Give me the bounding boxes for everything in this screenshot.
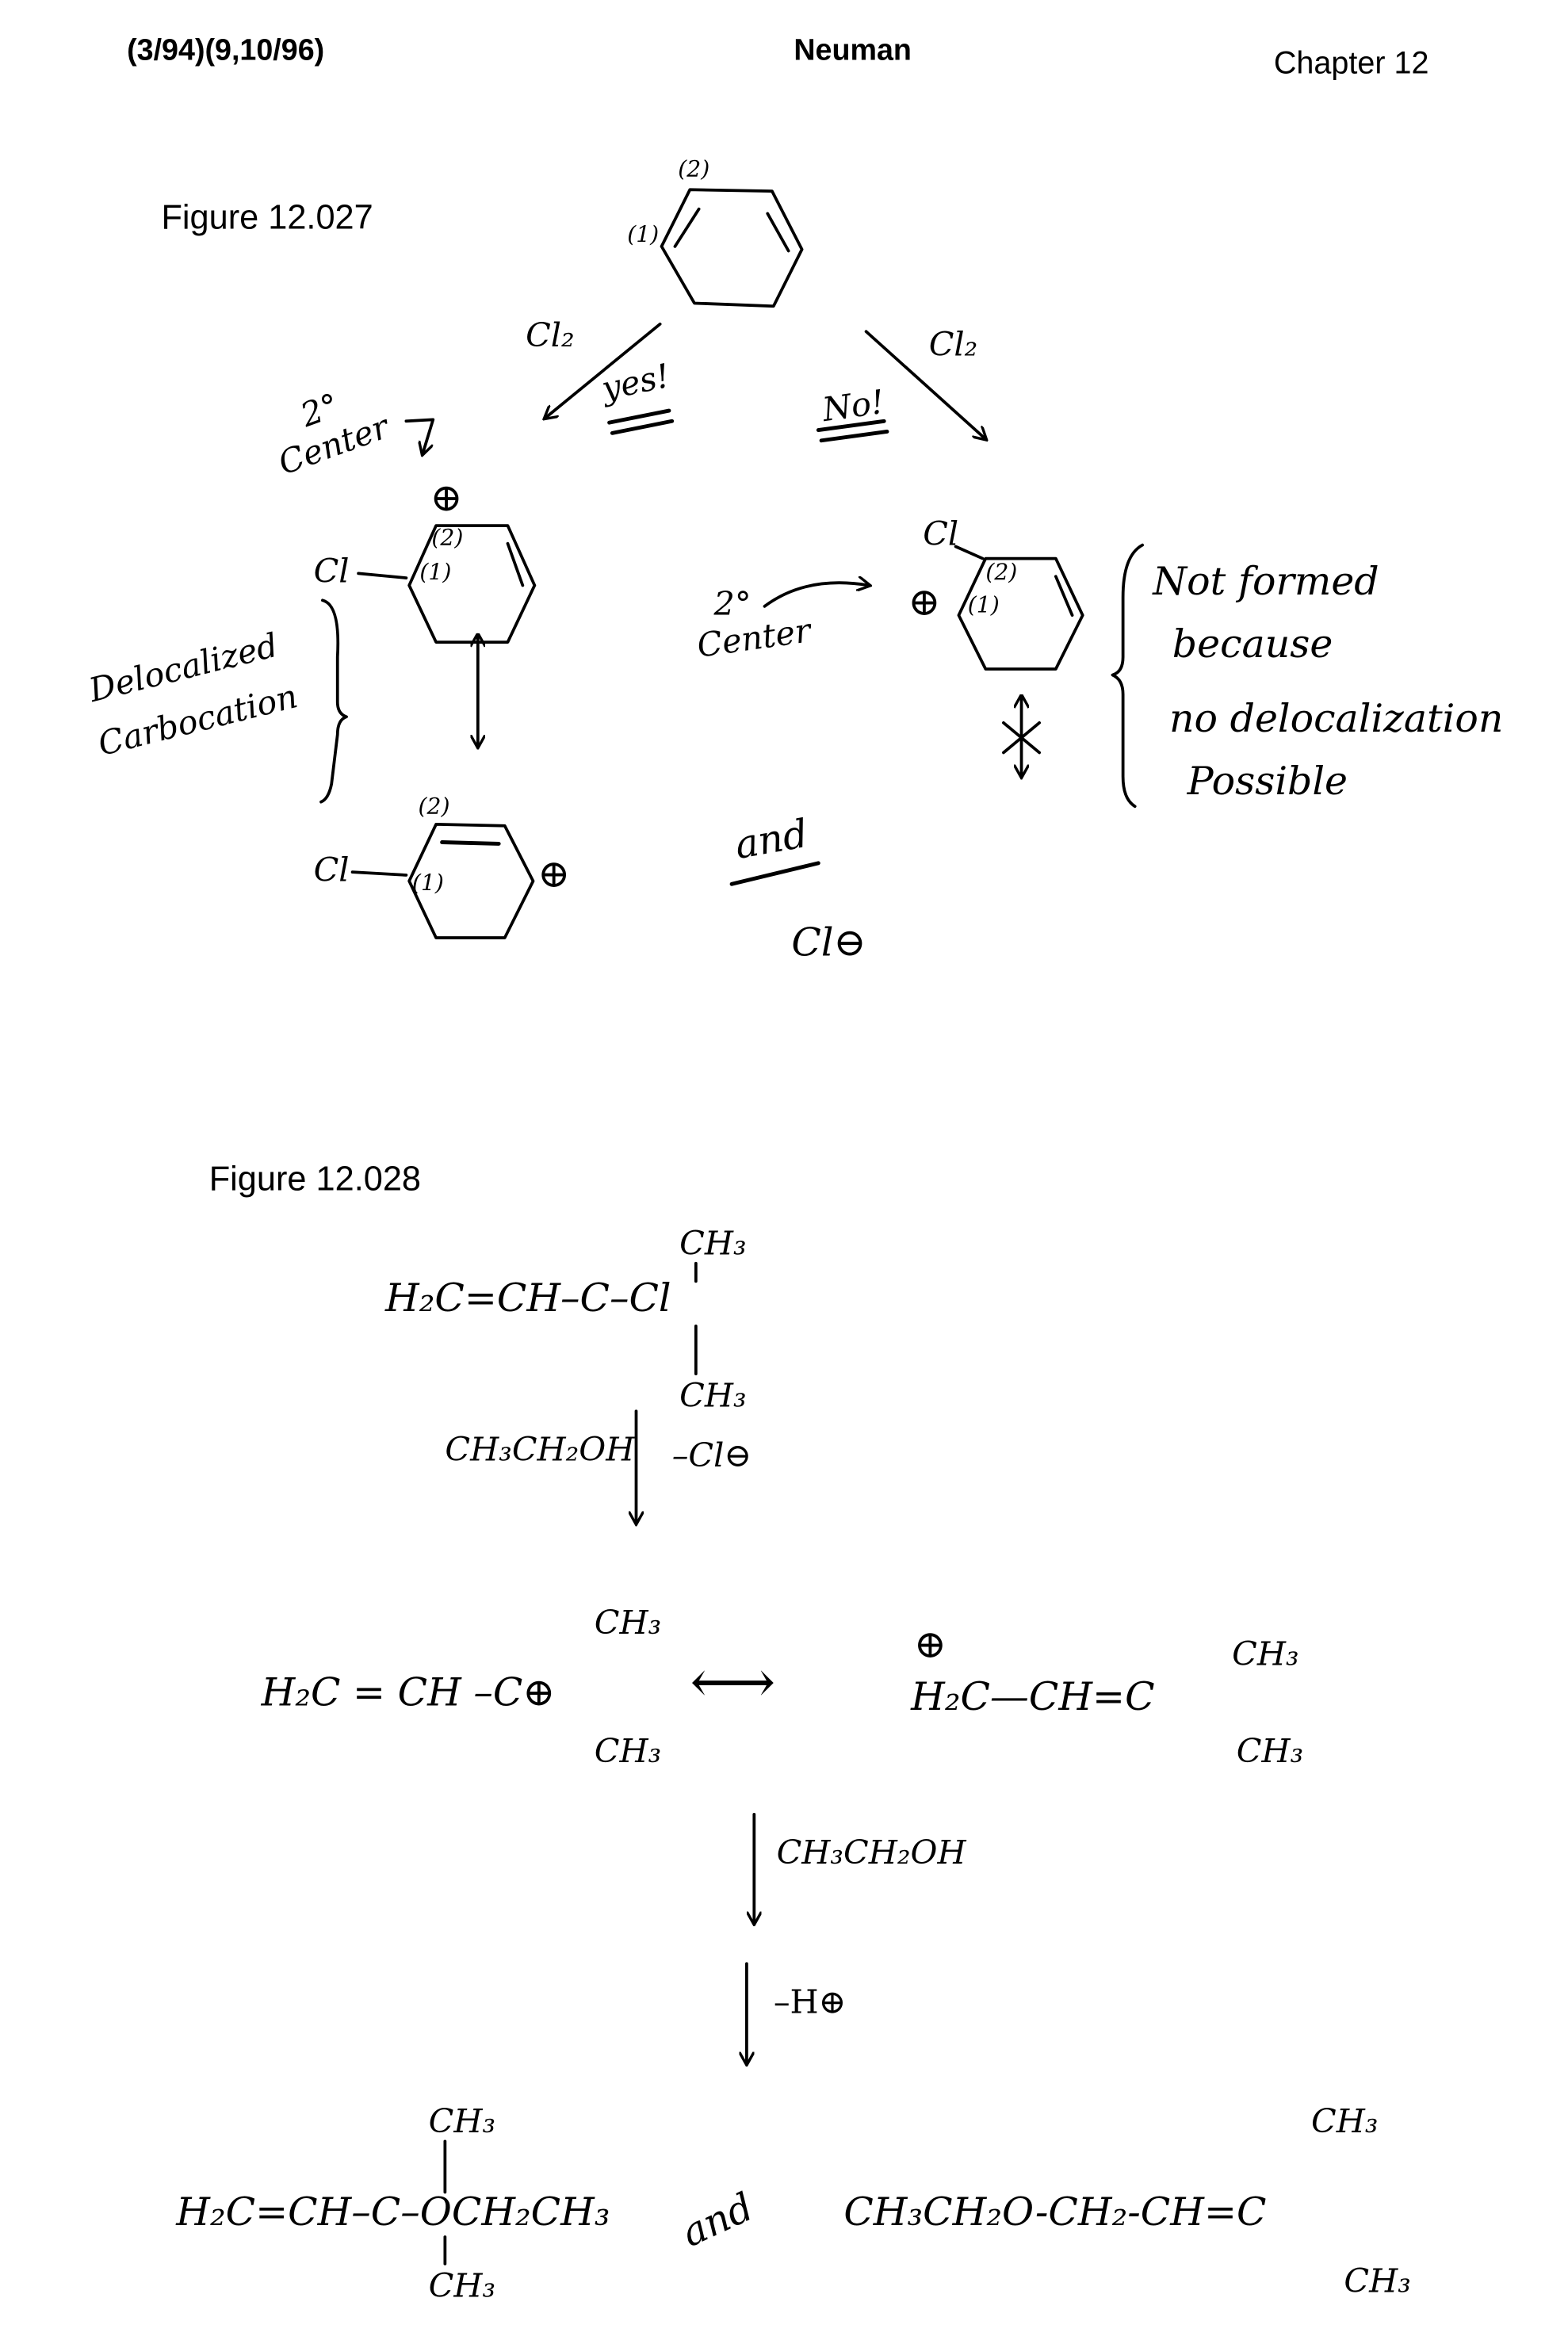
figure-title: Figure 12.028 [209,1160,421,1198]
position-2-label: (2) [678,155,709,182]
methyl-top: CH₃ [1311,2102,1378,2140]
chlorine-label: Cl [314,552,350,591]
note-line-2: because [1172,621,1333,667]
positive-charge: ⊕ [914,1622,947,1667]
product-formula: CH₃CH₂O-CH₂-CH=C [843,2189,1266,2235]
yes-label: yes! [597,357,673,408]
position-1-label: (1) [412,870,444,896]
proton-loss-label: –H⊕ [774,1982,847,2021]
right-reagent: Cl₂ [929,325,978,363]
methyl-top: CH₃ [429,2102,495,2140]
brace [1111,543,1144,809]
positive-charge: ⊕ [537,851,570,897]
methyl-bottom: CH₃ [1344,2262,1410,2300]
chlorine-label: Cl [923,515,958,553]
note-line-4: Possible [1187,759,1348,804]
solvent-label: CH₃CH₂OH [445,1430,635,1468]
right-center-degree: 2° [713,585,751,623]
resonance-arrow: ⟷ [690,1647,775,1717]
carbocation-ring-3: Cl ⊕ (2) (1) [908,515,1084,671]
cyclohexene-ring: (2) (1) [627,155,804,308]
header-chapter: Chapter 12 [1274,45,1429,80]
carbocation-ring-1: ⊕ Cl (2) (1) [314,475,537,644]
reactant-formula: H₂C=CH–C–Cl [384,1275,671,1321]
methyl-bottom: CH₃ [1237,1732,1303,1770]
positive-charge: ⊕ [908,579,940,625]
figure-12-027: Figure 12.027 (2) (1) Cl₂ yes! Cl₂ No! 2… [85,155,1504,965]
figure-12-028: Figure 12.028 H₂C=CH–C–Cl CH₃ CH₃ CH₃CH₂… [175,1160,1411,2304]
header-author: Neuman [794,32,912,66]
note-line-3: no delocalization [1169,696,1503,741]
chloride-loss-label: –Cl⊖ [672,1436,751,1474]
methyl-bottom: CH₃ [595,1732,661,1770]
position-1-label: (1) [627,221,659,247]
note-line-1: Not formed [1152,559,1379,604]
methyl-bottom: CH₃ [429,2266,495,2304]
left-reagent: Cl₂ [526,316,575,354]
methyl-top: CH₃ [595,1604,661,1642]
carbocation-ring-2: (2) (1) Cl ⊕ [314,793,570,939]
brace [319,598,348,804]
allylic-cation-b: ⊕ H₂C—CH=C CH₃ CH₃ [910,1622,1303,1770]
no-arrow [864,330,986,439]
position-1-label: (1) [968,591,1000,618]
header-dates: (3/94)(9,10/96) [127,32,324,66]
ethanol-label: CH₃CH₂OH [777,1833,967,1872]
methyl-top: CH₃ [679,1224,746,1262]
right-center-label: Center [694,611,814,665]
product-formula: H₂C=CH–C–OCH₂CH₃ [175,2189,610,2235]
chloride-ion: Cl⊖ [791,920,866,965]
and-label: and [675,2184,760,2256]
methyl-bottom: CH₃ [679,1377,746,1415]
position-2-label: (2) [418,793,449,820]
position-1-label: (1) [419,559,451,585]
reactant: H₂C=CH–C–Cl CH₃ CH₃ [384,1224,747,1414]
allylic-cation-a: H₂C = CH –C⊕ CH₃ CH₃ [261,1604,662,1770]
chlorine-label: Cl [314,851,350,889]
yes-arrow [545,322,662,419]
position-2-label: (2) [431,525,463,551]
product-a: H₂C=CH–C–OCH₂CH₃ CH₃ CH₃ [175,2102,610,2304]
and-label: and [732,811,812,868]
methyl-top: CH₃ [1232,1635,1298,1673]
product-b: CH₃CH₂O-CH₂-CH=C CH₃ CH₃ [843,2102,1411,2300]
figure-title: Figure 12.027 [161,198,373,236]
position-2-label: (2) [985,559,1017,585]
cation-formula: H₂C = CH –C⊕ [261,1669,556,1715]
cation-formula: H₂C—CH=C [910,1674,1154,1719]
positive-charge: ⊕ [430,475,463,520]
crossed-resonance-arrow [1002,694,1042,777]
